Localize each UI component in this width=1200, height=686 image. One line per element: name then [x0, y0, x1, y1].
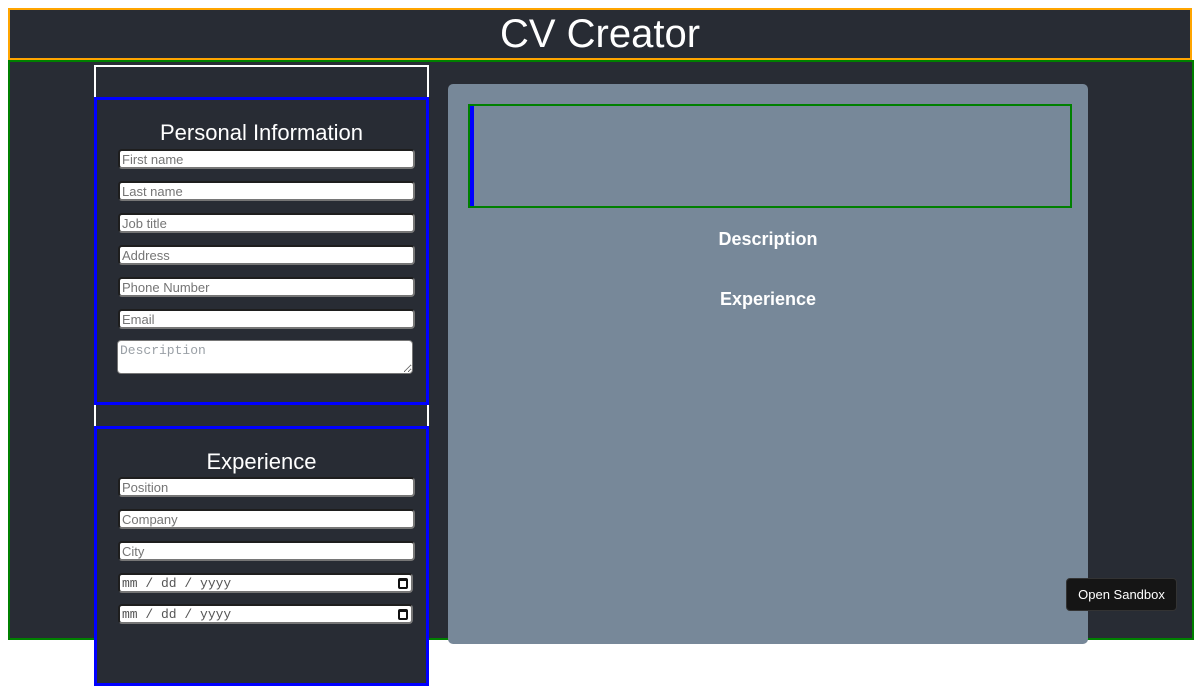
app-header: CV Creator	[8, 8, 1192, 60]
job-title-input[interactable]	[118, 213, 415, 233]
calendar-icon[interactable]	[398, 608, 408, 620]
end-date-placeholder: mm / dd / yyyy	[122, 606, 232, 622]
open-sandbox-button[interactable]: Open Sandbox	[1066, 578, 1177, 611]
experience-heading: Experience	[206, 449, 317, 474]
end-date-input[interactable]: mm / dd / yyyy	[118, 604, 413, 624]
preview-description-heading: Description	[718, 229, 818, 249]
experience-section: Experience mm / dd / yyyy mm / dd / yyyy	[94, 426, 429, 686]
preview-header-accent-bar	[470, 106, 474, 206]
start-date-placeholder: mm / dd / yyyy	[122, 575, 232, 591]
main-container: Personal Information Experience mm / dd …	[8, 60, 1194, 686]
city-input[interactable]	[118, 541, 415, 561]
personal-information-section: Personal Information	[94, 97, 429, 405]
description-textarea[interactable]	[117, 340, 413, 374]
calendar-icon[interactable]	[398, 577, 408, 589]
last-name-input[interactable]	[118, 181, 415, 201]
preview-experience-heading: Experience	[719, 289, 817, 309]
first-name-input[interactable]	[118, 149, 415, 169]
personal-information-heading: Personal Information	[160, 120, 363, 145]
address-input[interactable]	[118, 245, 415, 265]
cv-preview-panel: Description Experience	[448, 84, 1088, 644]
email-input[interactable]	[118, 309, 415, 329]
form-column: Personal Information Experience mm / dd …	[94, 65, 429, 686]
preview-header-box	[468, 104, 1072, 208]
company-input[interactable]	[118, 509, 415, 529]
position-input[interactable]	[118, 477, 415, 497]
phone-number-input[interactable]	[118, 277, 415, 297]
start-date-input[interactable]: mm / dd / yyyy	[118, 573, 413, 593]
page-title: CV Creator	[499, 11, 701, 56]
